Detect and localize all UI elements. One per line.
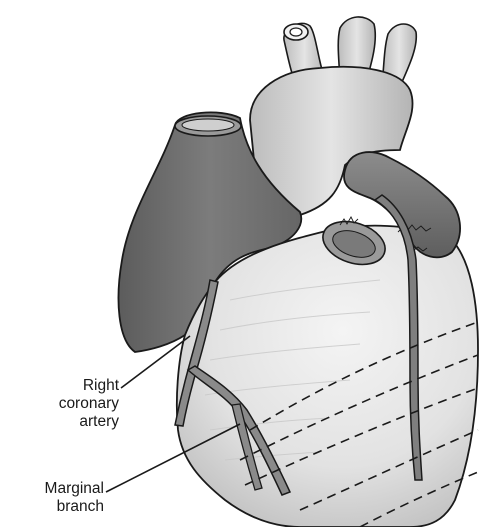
label-line: branch bbox=[0, 498, 104, 516]
label-right-coronary-artery: Right coronary artery bbox=[0, 377, 119, 431]
label-marginal-branch: Marginal branch bbox=[0, 480, 104, 516]
label-line: artery bbox=[0, 413, 119, 431]
label-line: Right bbox=[0, 377, 119, 395]
label-line: Marginal bbox=[0, 480, 104, 498]
label-line: coronary bbox=[0, 395, 119, 413]
